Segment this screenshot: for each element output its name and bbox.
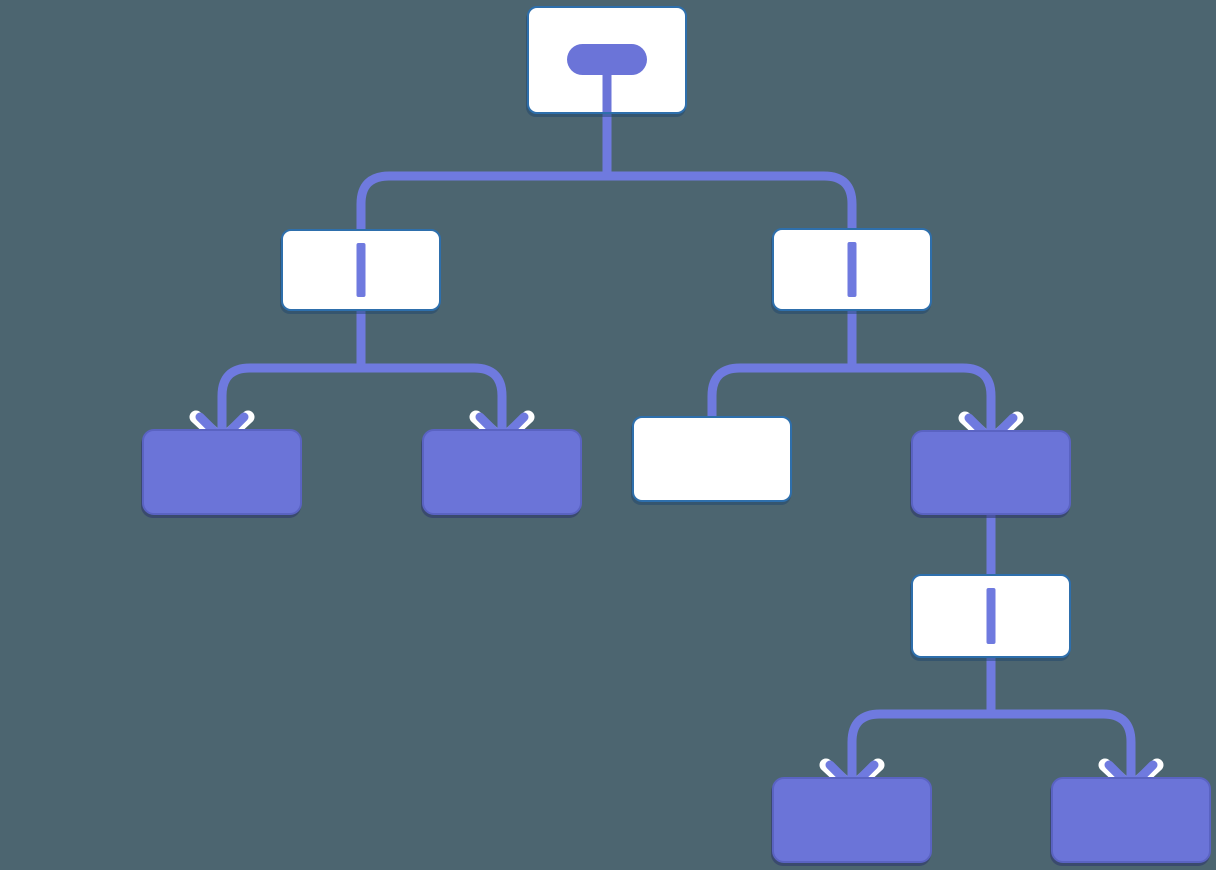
node-leaf-2[interactable] [422, 429, 582, 515]
edge-bottom-branch-to-leaves [847, 709, 1136, 760]
edge-left-branch-to-leaves [217, 363, 507, 412]
vertical-line-icon [986, 588, 996, 644]
pill-stem-icon [602, 72, 612, 112]
node-root[interactable] [527, 6, 687, 114]
node-leaf-1[interactable] [142, 429, 302, 515]
edge-root-to-branches [356, 171, 857, 231]
node-leaf-4[interactable] [911, 430, 1071, 515]
node-branch-right[interactable] [772, 228, 932, 311]
node-leaf-5[interactable] [772, 777, 932, 863]
vertical-line-icon [847, 242, 857, 297]
node-branch-left[interactable] [281, 229, 441, 311]
vertical-line-icon [356, 243, 366, 297]
node-leaf-3[interactable] [632, 416, 792, 502]
edge-right-branch-to-leaves [707, 363, 996, 418]
node-leaf-6[interactable] [1051, 777, 1211, 863]
node-branch-bottom[interactable] [911, 574, 1071, 658]
pill-icon [567, 44, 647, 75]
